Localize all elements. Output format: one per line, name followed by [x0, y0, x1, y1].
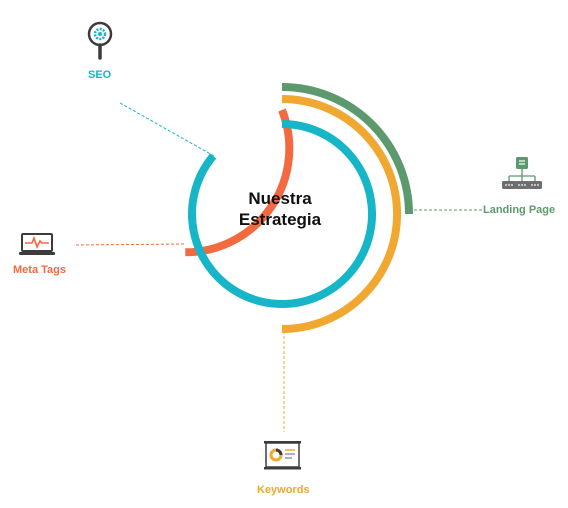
keywords-label: Keywords [257, 484, 310, 496]
landing-page-label: Landing Page [483, 204, 556, 216]
connector-seo [119, 102, 215, 157]
monitor-pulse-icon [19, 233, 55, 255]
sitemap-icon [502, 157, 542, 189]
arc-meta-tags [185, 108, 294, 257]
presentation-board-icon [264, 441, 301, 470]
center-title-line2: Estrategia [238, 210, 322, 229]
seo-label: SEO [88, 69, 112, 81]
arc-landing-page [281, 83, 413, 215]
connector-meta-tags [75, 243, 185, 246]
magnifier-gear-icon [87, 21, 113, 60]
arc-keywords [281, 95, 401, 333]
meta-tags-label: Meta Tags [13, 264, 66, 276]
center-title: Nuestra Estrategia [205, 188, 355, 230]
arc-seo [188, 120, 377, 308]
center-title-line1: Nuestra [248, 189, 312, 208]
